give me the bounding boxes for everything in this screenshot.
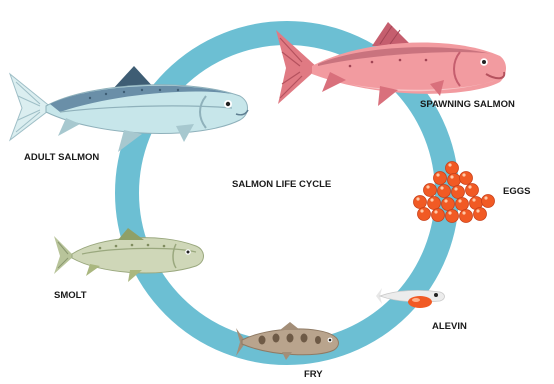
label-eggs: EGGS: [503, 186, 530, 197]
label-adult-salmon: ADULT SALMON: [24, 152, 99, 163]
diagram-title: SALMON LIFE CYCLE: [232, 179, 331, 190]
smolt-illustration: [54, 228, 204, 282]
label-smolt: SMOLT: [54, 290, 87, 301]
eggs-cluster-illustration: [414, 162, 495, 223]
adult-salmon-illustration: [10, 66, 248, 152]
label-fry: FRY: [304, 369, 323, 379]
label-alevin: ALEVIN: [432, 321, 467, 332]
label-spawning-salmon: SPAWNING SALMON: [420, 99, 515, 110]
